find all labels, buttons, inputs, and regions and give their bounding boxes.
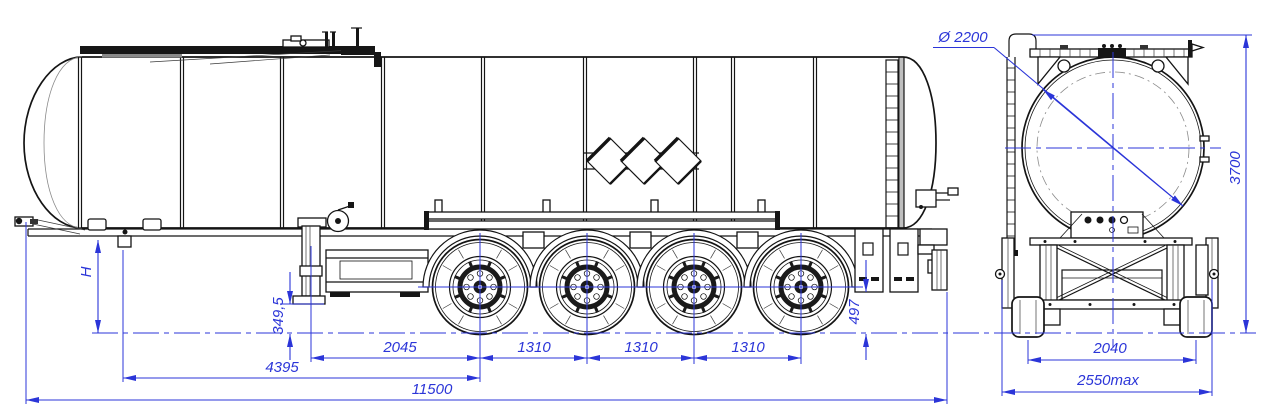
rear-ladder xyxy=(885,59,899,229)
tank-side-grip-1 xyxy=(1199,135,1210,142)
dim-overall-height: 3700 xyxy=(1032,34,1252,333)
front-walkway xyxy=(1008,33,1206,86)
front-tires xyxy=(1011,296,1213,338)
dim-rear-height: 497 xyxy=(846,260,869,360)
front-ladder xyxy=(1004,57,1018,256)
kingpin xyxy=(117,235,132,248)
dim-saddle-clearance: 349,5 xyxy=(270,272,324,360)
air-tank xyxy=(1195,244,1209,296)
rear-bumper xyxy=(917,244,948,291)
frame-bolt xyxy=(122,229,128,235)
dim-overall-length: 11500 xyxy=(25,222,948,404)
dim-kingpin-to-axle1-label: 4395 xyxy=(265,359,299,376)
dim-overall-height-label: 3700 xyxy=(1227,151,1244,185)
dimension-layer: H 349,5 2045 1310 1310 1310 4395 xyxy=(25,29,1256,404)
valve-panel xyxy=(1070,211,1144,239)
side-rail xyxy=(424,199,780,230)
top-walkway xyxy=(80,46,358,65)
dim-rear-height-label: 497 xyxy=(846,299,863,325)
rear-mudflaps xyxy=(854,228,948,293)
dim-overall-width-label: 2550max xyxy=(1076,372,1139,389)
tank-side-grip-2 xyxy=(1199,156,1210,163)
dim-overall-length-label: 11500 xyxy=(412,381,453,398)
front-cap-curve xyxy=(43,56,83,229)
discharge-valve xyxy=(915,187,959,209)
dim-axle-spacing-3-label: 1310 xyxy=(731,339,765,356)
frame-bracket-2 xyxy=(142,218,162,231)
toolbox xyxy=(325,249,429,297)
suspension-hangers xyxy=(522,231,759,249)
dim-saddle-clearance-label: 349,5 xyxy=(270,297,287,335)
dim-kingpin-height-label: H xyxy=(78,266,95,277)
tank-body xyxy=(23,56,937,229)
dim-tank-diameter-label: Ø 2200 xyxy=(937,29,988,46)
dim-axle-row: 2045 1310 1310 1310 xyxy=(310,246,801,362)
frame-bracket-1 xyxy=(87,218,107,231)
manhole-hatch xyxy=(282,27,381,67)
dim-track-width: 2040 xyxy=(1027,340,1197,364)
folding-ladder xyxy=(583,136,703,186)
dim-axle-spacing-2-label: 1310 xyxy=(624,339,658,356)
dim-overall-width: 2550max xyxy=(1001,280,1213,396)
dim-lg-to-axle1-label: 2045 xyxy=(382,339,417,356)
left-gusset xyxy=(1037,56,1062,86)
rear-cap-weld-shade xyxy=(900,58,904,227)
dim-kingpin-to-axle1: 4395 xyxy=(122,250,480,382)
side-view xyxy=(14,27,959,335)
front-view xyxy=(994,33,1220,338)
dim-track-width-label: 2040 xyxy=(1092,340,1127,357)
right-gusset xyxy=(1164,56,1189,86)
tank-weld-seams xyxy=(77,57,905,228)
dim-axle-spacing-1-label: 1310 xyxy=(517,339,551,356)
front-air-coupling xyxy=(14,216,86,235)
dim-kingpin-height: H xyxy=(78,240,101,333)
dim-tank-diameter: Ø 2200 xyxy=(933,29,1184,207)
